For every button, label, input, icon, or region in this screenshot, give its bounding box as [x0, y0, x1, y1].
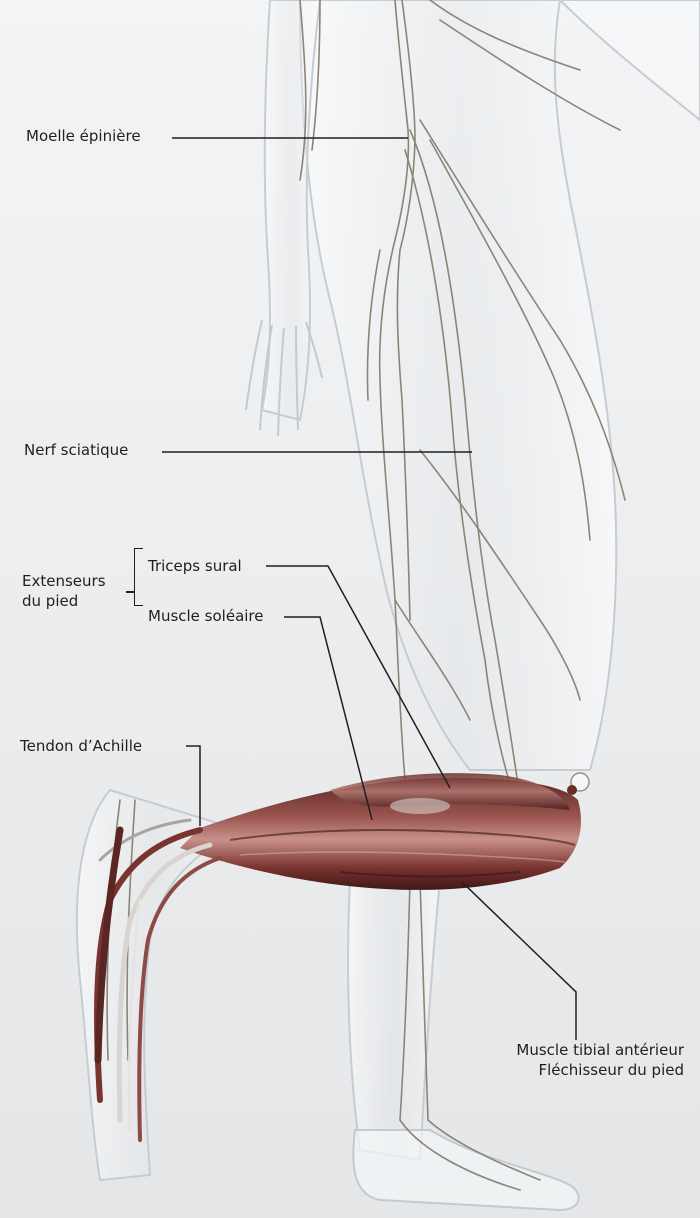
brace-tick — [126, 591, 134, 593]
label-soleus: Muscle soléaire — [148, 606, 264, 626]
label-extensors-line1: Extenseurs — [22, 571, 106, 591]
label-achilles: Tendon d’Achille — [20, 736, 142, 756]
label-triceps: Triceps sural — [148, 556, 242, 576]
label-sciatic-nerve: Nerf sciatique — [24, 440, 128, 460]
label-tibialis-line1: Muscle tibial antérieur — [516, 1040, 684, 1060]
extensors-brace — [134, 548, 143, 606]
label-spinal-cord: Moelle épinière — [26, 126, 141, 146]
label-extensors-line2: du pied — [22, 591, 78, 611]
label-tibialis-line2: Fléchisseur du pied — [539, 1060, 684, 1080]
